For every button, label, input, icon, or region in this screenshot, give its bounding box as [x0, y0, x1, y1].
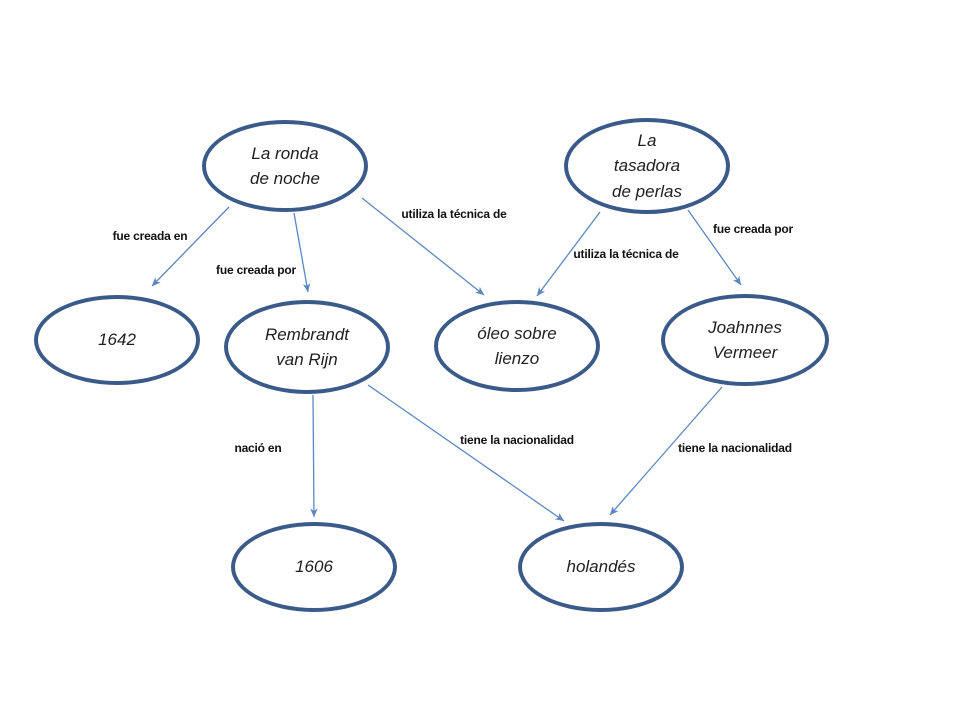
node-label-rembrandt-van-rijn: Rembrandt van Rijn [264, 324, 350, 370]
edge-la-ronda-de-noche-to-rembrandt-van-rijn [293, 212, 311, 293]
edge-label-la-ronda-de-noche-to-1642: fue creada en [112, 229, 188, 243]
node-label-la-ronda-de-noche: La ronda de noche [250, 143, 320, 189]
edge-label-rembrandt-van-rijn-to-holandes: tiene la nacionalidad [460, 433, 574, 447]
node-oleo-sobre-lienzo[interactable]: óleo sobre lienzo [434, 300, 600, 392]
node-label-joahnnes-vermeer: Joahnnes Vermeer [708, 317, 782, 363]
edge-label-la-tasadora-de-perlas-to-joahnnes-vermeer: fue creada por [713, 222, 793, 236]
node-label-holandes: holandés [566, 557, 636, 577]
node-la-ronda-de-noche[interactable]: La ronda de noche [202, 120, 368, 212]
node-1606[interactable]: 1606 [231, 522, 397, 612]
node-label-la-tasadora-de-perlas: La tasadora de perlas [612, 130, 682, 201]
node-label-1642: 1642 [98, 330, 136, 350]
edge-label-la-ronda-de-noche-to-rembrandt-van-rijn: fue creada por [216, 263, 296, 277]
node-la-tasadora-de-perlas[interactable]: La tasadora de perlas [564, 118, 730, 214]
node-label-1606: 1606 [295, 557, 333, 577]
edge-label-la-tasadora-de-perlas-to-oleo-sobre-lienzo: utiliza la técnica de [573, 247, 679, 261]
node-joahnnes-vermeer[interactable]: Joahnnes Vermeer [661, 294, 829, 386]
node-label-oleo-sobre-lienzo: óleo sobre lienzo [477, 323, 557, 369]
edge-rembrandt-van-rijn-to-holandes [367, 384, 565, 522]
edge-label-rembrandt-van-rijn-to-1606: nació en [234, 441, 282, 455]
node-1642[interactable]: 1642 [34, 295, 200, 385]
node-holandes[interactable]: holandés [518, 522, 684, 612]
node-rembrandt-van-rijn[interactable]: Rembrandt van Rijn [224, 300, 390, 394]
edge-label-la-ronda-de-noche-to-oleo-sobre-lienzo: utiliza la técnica de [401, 207, 507, 221]
edge-rembrandt-van-rijn-to-1606 [310, 394, 318, 518]
edge-label-joahnnes-vermeer-to-holandes: tiene la nacionalidad [678, 441, 792, 455]
